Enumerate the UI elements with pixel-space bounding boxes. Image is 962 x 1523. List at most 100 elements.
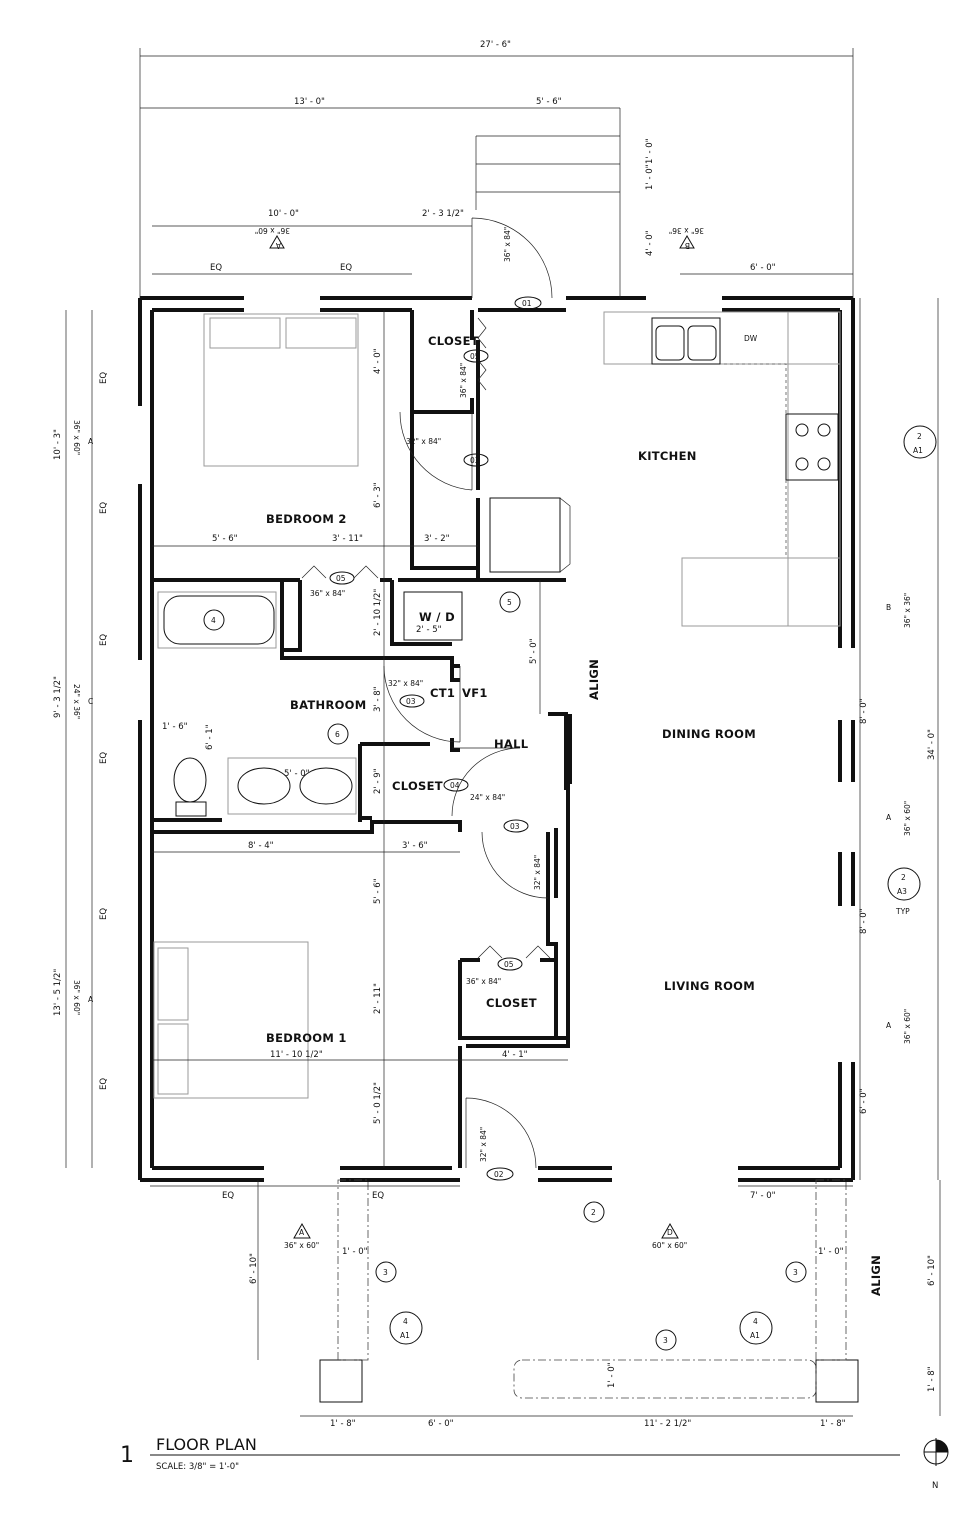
drawing-scale: SCALE: 3/8" = 1'-0" bbox=[156, 1462, 239, 1472]
door-size-closet-hall: 24" x 84" bbox=[470, 793, 505, 802]
dim-left-10-3: 10' - 3" bbox=[53, 429, 63, 460]
dim-right-34: 34' - 0" bbox=[927, 729, 937, 760]
section-callout-2-number: 2 bbox=[917, 432, 922, 441]
window-tag-b-right: B bbox=[886, 603, 891, 612]
door-size-bath: 32" x 84" bbox=[388, 679, 423, 688]
section-callout-2-sheet: A1 bbox=[913, 446, 923, 455]
dim-b1-8-4: 8' - 4" bbox=[248, 841, 274, 851]
window-size-a-bottom: 36" x 60" bbox=[284, 1241, 319, 1250]
keynote-6: 6 bbox=[335, 730, 340, 739]
dim-bot-11-2-5: 11' - 2 1/2" bbox=[644, 1419, 691, 1429]
keynote-4: 4 bbox=[211, 616, 216, 625]
window-size-a-top: 36" x 60" bbox=[255, 226, 290, 235]
closet-top-label: CLOSET bbox=[428, 334, 479, 348]
dim-eq-left-1: EQ bbox=[99, 372, 109, 384]
door-size-closet-bed2: 36" x 84" bbox=[310, 589, 345, 598]
porch bbox=[319, 135, 859, 1403]
kitchen-fixtures bbox=[489, 311, 841, 627]
dim-bath-1-6: 1' - 6" bbox=[162, 722, 188, 732]
dim-top-2-3-5: 2' - 3 1/2" bbox=[422, 209, 464, 219]
dimension-labels: 27' - 6" 13' - 0" 5' - 6" 10' - 0" 2' - … bbox=[53, 40, 937, 1429]
dim-right-6-0: 6' - 0" bbox=[859, 1088, 869, 1114]
door-tag-03-bed2: 03 bbox=[470, 456, 480, 465]
window-size-a-left1: 36" x 60" bbox=[72, 420, 81, 455]
dim-b1-5-0-5: 5' - 0 1/2" bbox=[373, 1082, 383, 1124]
door-tag-05-bed2: 05 bbox=[336, 574, 346, 583]
door-tag-03-bath: 03 bbox=[406, 697, 416, 706]
dim-b2-3-2: 3' - 2" bbox=[424, 534, 450, 544]
closet-hall-label: CLOSET bbox=[392, 779, 443, 793]
keynote-3-right: 3 bbox=[793, 1268, 798, 1277]
dim-top-13: 13' - 0" bbox=[294, 97, 325, 107]
dim-bot-1-8-right: 1' - 8" bbox=[820, 1419, 846, 1429]
dim-eq-top-2: EQ bbox=[340, 263, 352, 273]
dim-porch-1-0-right: 1' - 0" bbox=[818, 1247, 844, 1257]
dim-bot-6-0: 6' - 0" bbox=[428, 1419, 454, 1429]
bathroom-fixtures bbox=[157, 591, 463, 817]
window-tag-a-right1: A bbox=[886, 813, 892, 822]
door-size-bed1: 32" x 84" bbox=[533, 855, 542, 890]
dim-b2-6-3: 6' - 3" bbox=[373, 482, 383, 508]
title-block: 1 FLOOR PLAN SCALE: 3/8" = 1'-0" N bbox=[120, 1435, 949, 1491]
dim-step-1-0-a: 1' - 0" bbox=[645, 138, 655, 164]
dim-eq-left-4: EQ bbox=[99, 752, 109, 764]
door-size-bed2: 32" x 84" bbox=[406, 437, 441, 446]
wd-label: W / D bbox=[419, 610, 455, 624]
door-tag-04: 04 bbox=[450, 781, 460, 790]
window-tag-a-right2: A bbox=[886, 1021, 892, 1030]
drawing-number: 1 bbox=[120, 1443, 134, 1468]
window-tag-a-bottom: A bbox=[299, 1228, 305, 1237]
window-size-c-left: 24" x 36" bbox=[72, 684, 81, 719]
dim-top-5-6: 5' - 6" bbox=[536, 97, 562, 107]
door-size-closet-bed1: 36" x 84" bbox=[466, 977, 501, 986]
dim-wd-2-10-5: 2' - 10 1/2" bbox=[373, 589, 383, 636]
detail-4-right-number: 4 bbox=[753, 1317, 758, 1326]
dim-b1-3-6: 3' - 6" bbox=[402, 841, 428, 851]
dim-right-8-a: 8' - 0" bbox=[859, 698, 869, 724]
interior-walls bbox=[150, 310, 572, 1168]
dim-v-4-0-top: 4' - 0" bbox=[645, 230, 655, 256]
dim-b2-3-11: 3' - 11" bbox=[332, 534, 363, 544]
dimension-lines bbox=[65, 48, 941, 1417]
dim-porch-6-10: 6' - 10" bbox=[249, 1253, 259, 1284]
door-size-front: 36" x 84" bbox=[503, 227, 512, 262]
align-note-hall: ALIGN bbox=[587, 659, 601, 700]
dim-b1-2-11: 2' - 11" bbox=[373, 983, 383, 1014]
dining-room-label: DINING ROOM bbox=[662, 727, 756, 741]
dim-left-13-5-5: 13' - 5 1/2" bbox=[53, 969, 63, 1016]
keynote-5: 5 bbox=[507, 598, 512, 607]
dim-eq-left-3: EQ bbox=[99, 634, 109, 646]
window-tag-a-left1: A bbox=[88, 437, 94, 446]
living-room-label: LIVING ROOM bbox=[664, 979, 755, 993]
north-arrow-label: N bbox=[932, 1481, 938, 1491]
window-size-b-right: 36" x 36" bbox=[903, 593, 912, 628]
dim-b2-4-0: 4' - 0" bbox=[373, 348, 383, 374]
dim-eq-bottom-1: EQ bbox=[222, 1191, 234, 1201]
callouts: 2 A1 2 A3 TYP 4 A1 4 A1 4 5 6 2 3 3 3 AL… bbox=[203, 425, 937, 1351]
window-tag-c-left: C bbox=[88, 697, 93, 706]
dim-wd-2-5: 2' - 5" bbox=[416, 625, 442, 635]
detail-callout-typ: TYP bbox=[895, 907, 910, 916]
window-tag-d-bottom: D bbox=[667, 1228, 673, 1237]
dim-b2-5-6: 5' - 6" bbox=[212, 534, 238, 544]
dim-front-7-0: 7' - 0" bbox=[750, 1191, 776, 1201]
dim-closet-2-9: 2' - 9" bbox=[373, 768, 383, 794]
dim-step-1-0-b: 1' - 0" bbox=[645, 164, 655, 190]
keynote-2: 2 bbox=[591, 1208, 596, 1217]
dim-b1-11-10-5: 11' - 10 1/2" bbox=[270, 1050, 323, 1060]
dim-eq-top-1: EQ bbox=[210, 263, 222, 273]
bathroom-label: BATHROOM bbox=[290, 698, 367, 712]
window-tags: A 36" x 60" B 36" x 36" A 36" x 60" C 24… bbox=[72, 226, 912, 1250]
window-tag-a-top: A bbox=[275, 241, 281, 250]
dim-right-8-b: 8' - 0" bbox=[859, 908, 869, 934]
hall-label: HALL bbox=[494, 737, 529, 751]
keynote-3-left: 3 bbox=[383, 1268, 388, 1277]
dim-top-6-0: 6' - 0" bbox=[750, 263, 776, 273]
dim-hall-5-0: 5' - 0" bbox=[529, 638, 539, 664]
bedroom1-label: BEDROOM 1 bbox=[266, 1031, 347, 1045]
dim-bath-6-1: 6' - 1" bbox=[205, 724, 215, 750]
dim-eq-left-5: EQ bbox=[99, 908, 109, 920]
vf1-label: VF1 bbox=[462, 686, 488, 700]
dim-right-6-10: 6' - 10" bbox=[927, 1255, 937, 1286]
